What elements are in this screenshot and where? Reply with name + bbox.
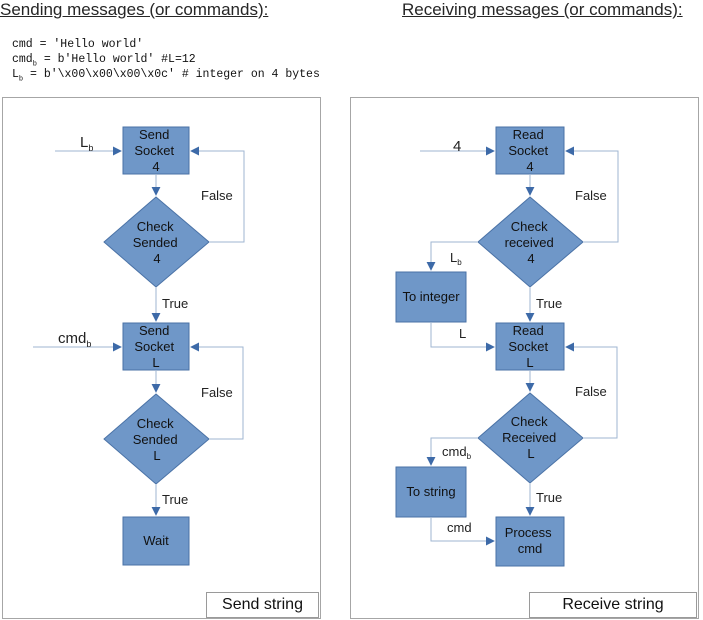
recv-side-out-label-1: L bbox=[459, 326, 466, 341]
heading-receiving: Receiving messages (or commands): bbox=[402, 0, 683, 19]
recv-process-cmd-label: Process cmd bbox=[505, 525, 556, 556]
recv-check-received-4-label: Check received 4 bbox=[505, 219, 558, 266]
send-socket-l-label: Send Socket L bbox=[134, 323, 177, 370]
send-check-sended-4-label: Check Sended 4 bbox=[133, 219, 181, 266]
recv-true-label-1: True bbox=[536, 296, 562, 311]
recv-to-string-label: To string bbox=[406, 484, 455, 499]
send-true-label-1: True bbox=[162, 296, 188, 311]
receive-panel-frame bbox=[350, 97, 699, 619]
send-false-loop-2 bbox=[190, 342, 244, 440]
send-socket-l-box bbox=[122, 322, 190, 371]
recv-to-integer-box bbox=[395, 271, 467, 323]
recv-check-received-l-label: Check Received L bbox=[502, 414, 560, 461]
send-wait-label: Wait bbox=[143, 533, 169, 548]
send-false-loop-1 bbox=[190, 146, 245, 243]
send-check-sended-l-label: Check Sended L bbox=[133, 416, 181, 463]
recv-side-out-1 bbox=[430, 322, 495, 352]
code-line-2: cmdb = b'Hello world' #L=12 bbox=[12, 53, 196, 69]
recv-false-loop-1 bbox=[565, 146, 619, 243]
recv-side-out-2 bbox=[430, 517, 495, 546]
recv-process-cmd-box bbox=[495, 516, 565, 567]
send-input-label-1: Lb bbox=[80, 134, 93, 153]
recv-input-label-1: 4 bbox=[453, 138, 461, 155]
send-panel-frame bbox=[2, 97, 321, 619]
recv-side-label-2: cmdb bbox=[442, 444, 472, 461]
recv-true-label-2: True bbox=[536, 490, 562, 505]
send-wait-box bbox=[122, 516, 190, 566]
recv-to-string-box bbox=[395, 466, 467, 518]
send-flow: Lb Send Socket 4 Check Sended 4 False Tr… bbox=[33, 126, 245, 566]
recv-false-label-2: False bbox=[575, 384, 607, 399]
recv-side-out-label-2: cmd bbox=[447, 520, 472, 535]
code-line-1: cmd = 'Hello world' bbox=[12, 38, 144, 51]
receive-flow: 4 Read Socket 4 Check received 4 False L… bbox=[395, 126, 619, 567]
recv-side-arrow-2 bbox=[426, 437, 478, 466]
recv-to-integer-label: To integer bbox=[402, 289, 460, 304]
recv-false-loop-2 bbox=[565, 342, 618, 439]
recv-side-label-1: Lb bbox=[450, 250, 462, 267]
send-string-caption: Send string bbox=[206, 592, 319, 618]
send-socket-4-label: Send Socket 4 bbox=[134, 127, 177, 174]
recv-read-socket-4-label: Read Socket 4 bbox=[508, 127, 551, 174]
recv-side-arrow-1 bbox=[426, 241, 478, 271]
send-true-label-2: True bbox=[162, 492, 188, 507]
receive-string-caption: Receive string bbox=[529, 592, 697, 618]
recv-read-socket-4-box bbox=[495, 126, 565, 175]
send-input-label-2: cmdb bbox=[58, 330, 91, 349]
send-false-label-1: False bbox=[201, 188, 233, 203]
heading-sending: Sending messages (or commands): bbox=[0, 0, 269, 19]
send-false-label-2: False bbox=[201, 385, 233, 400]
send-socket-4-box bbox=[122, 126, 190, 175]
code-line-3: Lb = b'\x00\x00\x00\x0c' # integer on 4 … bbox=[12, 68, 320, 84]
recv-false-label-1: False bbox=[575, 188, 607, 203]
recv-read-socket-l-label: Read Socket L bbox=[508, 323, 551, 370]
